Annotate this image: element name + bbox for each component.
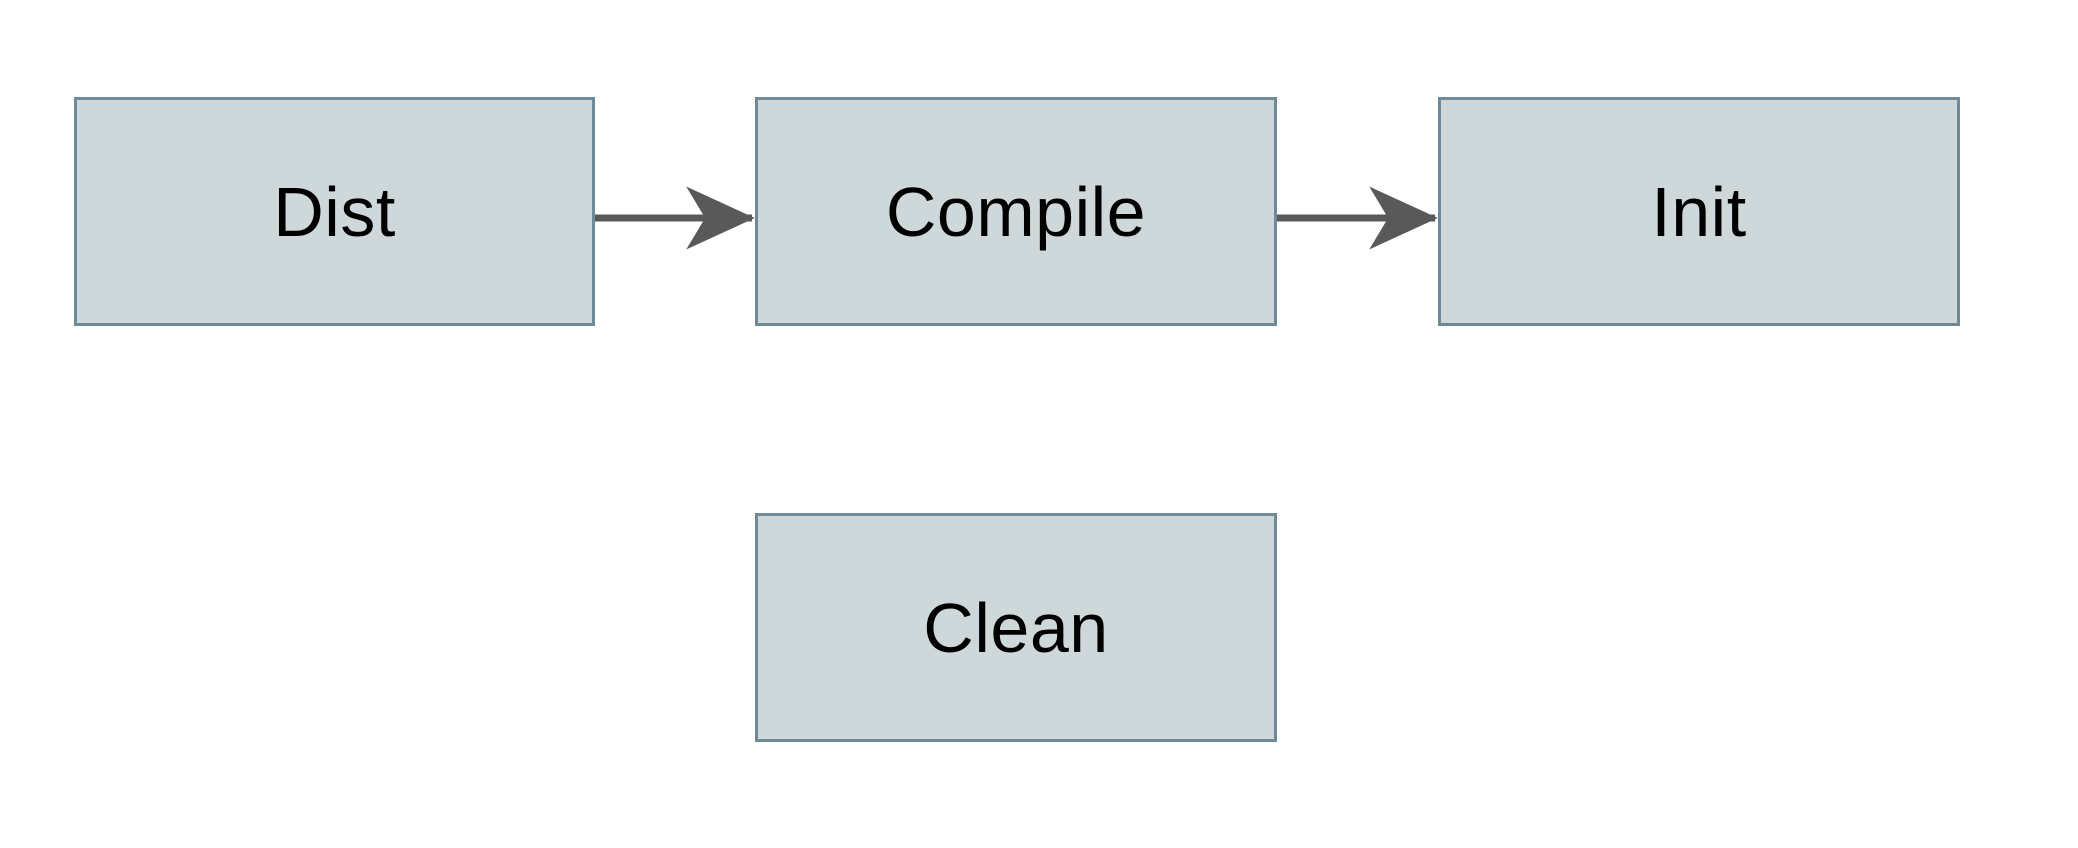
node-init[interactable]: Init (1438, 97, 1960, 326)
node-label-dist: Dist (273, 172, 396, 251)
node-dist[interactable]: Dist (74, 97, 595, 326)
node-label-init: Init (1651, 172, 1747, 251)
node-compile[interactable]: Compile (755, 97, 1277, 326)
node-clean[interactable]: Clean (755, 513, 1277, 742)
node-label-compile: Compile (885, 172, 1147, 251)
node-label-clean: Clean (923, 588, 1109, 667)
